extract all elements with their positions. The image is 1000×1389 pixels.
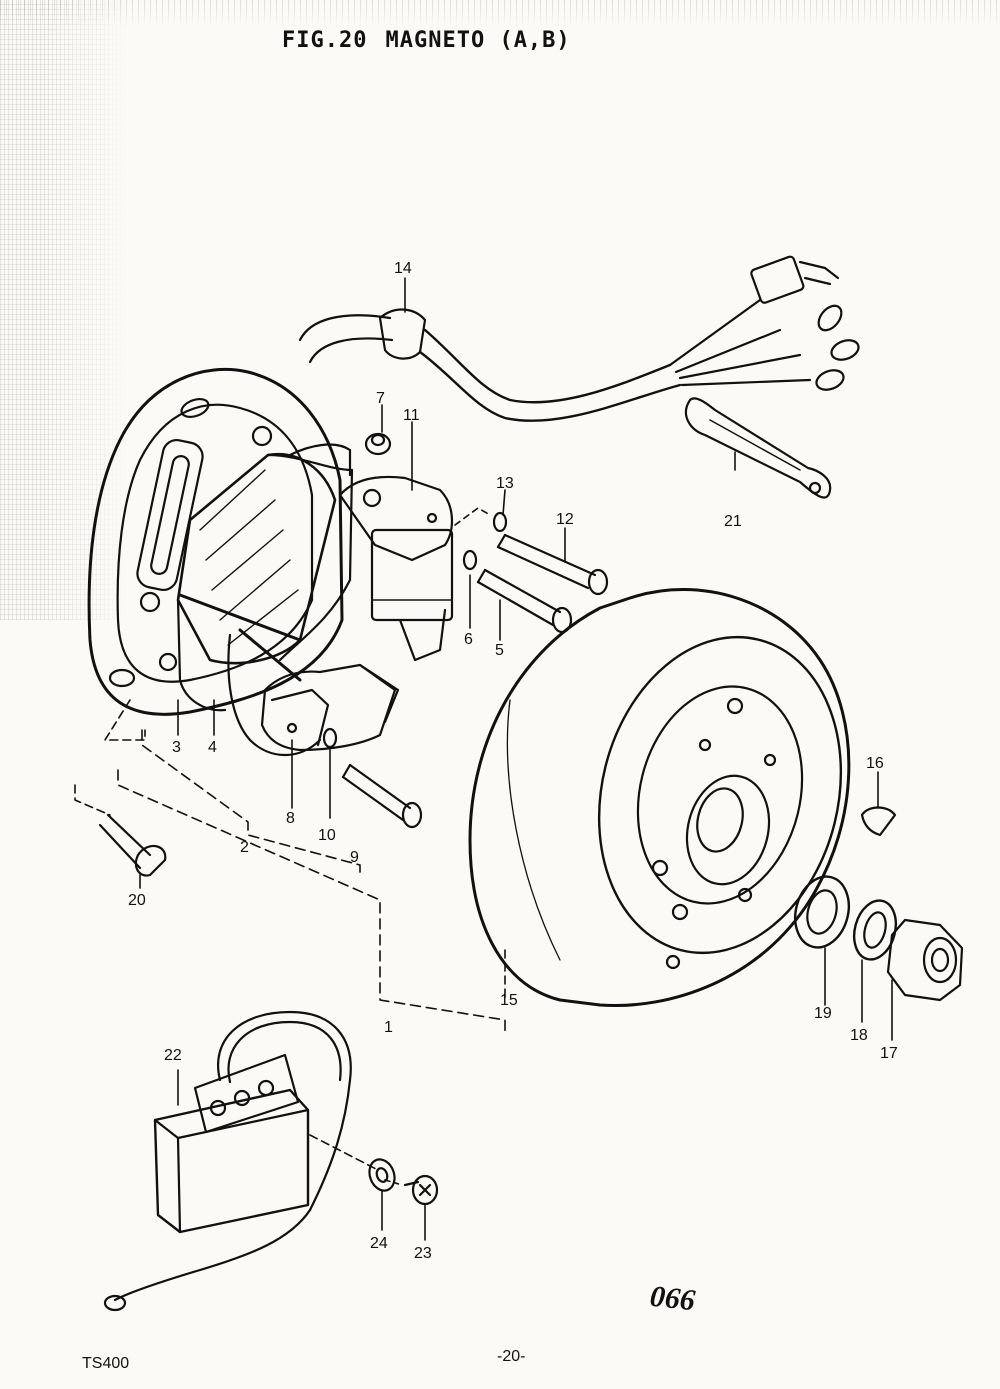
callout-9: 9 — [350, 849, 359, 866]
callout-11: 11 — [403, 407, 420, 424]
callout-20: 20 — [128, 892, 146, 909]
callout-13: 13 — [496, 475, 514, 492]
lower-pickup — [260, 663, 400, 752]
callout-3: 3 — [172, 739, 181, 756]
callout-17: 17 — [880, 1045, 898, 1062]
callout-19: 19 — [814, 1005, 832, 1022]
bolt — [98, 813, 167, 877]
callout-22: 22 — [164, 1047, 182, 1064]
upper-pickup — [338, 475, 454, 662]
callout-23: 23 — [414, 1245, 432, 1262]
callout-12: 12 — [556, 511, 574, 528]
callout-labels: 1 2 3 4 5 6 7 8 9 10 11 12 13 14 15 16 1… — [128, 260, 898, 1262]
figure-name: MAGNETO (A,B) — [385, 28, 571, 53]
callout-1: 1 — [384, 1019, 393, 1036]
callout-14: 14 — [394, 260, 412, 277]
wire-harness — [378, 255, 860, 422]
spacer — [364, 432, 392, 456]
callout-7: 7 — [376, 390, 385, 407]
washers-small — [322, 511, 508, 749]
callout-10: 10 — [318, 827, 336, 844]
callout-16: 16 — [866, 755, 884, 772]
scan-noise-top — [0, 0, 1000, 28]
clamp — [684, 397, 832, 499]
figure-title: FIG.20 MAGNETO (A,B) — [282, 28, 571, 53]
stator-base-plate — [87, 314, 394, 716]
callout-2: 2 — [240, 839, 249, 856]
figure-number: FIG.20 — [282, 28, 368, 53]
coil-assembly — [176, 443, 354, 757]
callout-18: 18 — [850, 1027, 868, 1044]
woodruff-key — [860, 806, 897, 837]
rotor — [468, 588, 851, 1008]
callout-15: 15 — [500, 992, 518, 1009]
callout-6: 6 — [464, 631, 473, 648]
scan-noise-left — [0, 0, 130, 620]
cdi-fasteners — [368, 1158, 439, 1206]
page-number: -20- — [497, 1348, 526, 1365]
callout-8: 8 — [286, 810, 295, 827]
screws — [341, 533, 609, 829]
diagram-code: 066 — [648, 1279, 697, 1318]
washer-lock-nut — [794, 875, 964, 1002]
callout-5: 5 — [495, 642, 504, 659]
callout-4: 4 — [208, 739, 217, 756]
callout-24: 24 — [370, 1235, 388, 1252]
callout-21: 21 — [724, 513, 742, 530]
cdi-unit — [103, 1010, 352, 1312]
model-name: TS400 — [82, 1355, 130, 1372]
leader-lines — [74, 277, 893, 1241]
